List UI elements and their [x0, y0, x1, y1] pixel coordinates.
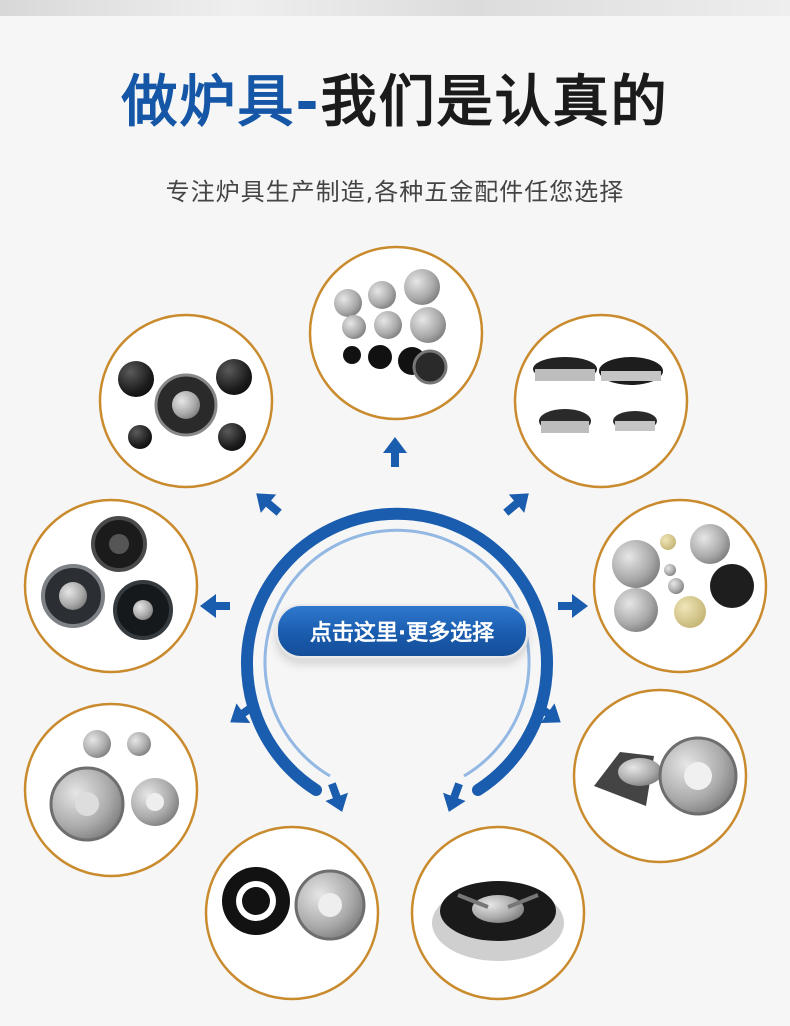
top-banner-strip [0, 0, 790, 16]
arrow-up-left-icon [256, 493, 282, 516]
more-choices-button[interactable]: 点击这里·更多选择 [276, 604, 528, 658]
product-circle-enamel-caps[interactable] [513, 313, 689, 489]
arrow-down-right-icon [533, 701, 561, 723]
arrow-up-right-icon [503, 493, 529, 516]
arrow-down-2-icon [443, 782, 466, 812]
title-blue-part: 做炉具- [121, 70, 321, 135]
arrow-right-icon [558, 594, 588, 618]
product-circle-aluminum-heads[interactable] [592, 498, 768, 674]
product-circle-black-covers[interactable] [23, 498, 199, 674]
title-dark-part: 我们是认真的 [320, 70, 669, 135]
center-arc-inner [263, 528, 531, 778]
arrow-left-icon [200, 594, 230, 618]
product-circle-burner-parts[interactable] [308, 245, 484, 421]
product-circle-cast-crowns[interactable] [23, 702, 199, 878]
arrow-up-icon [383, 437, 407, 467]
arrow-down-icon [325, 782, 348, 812]
center-arc [241, 507, 553, 796]
product-circle-stainless-dome[interactable] [410, 825, 586, 1001]
product-circle-black-rings[interactable] [204, 825, 380, 1001]
product-circle-burner-cap-set[interactable] [98, 313, 274, 489]
arrow-down-left-icon [230, 701, 258, 723]
page-title: 做炉具-我们是认真的 [0, 72, 790, 134]
page-subtitle: 专注炉具生产制造,各种五金配件任您选择 [165, 178, 625, 206]
product-circle-mixing-chamber[interactable] [572, 688, 748, 864]
